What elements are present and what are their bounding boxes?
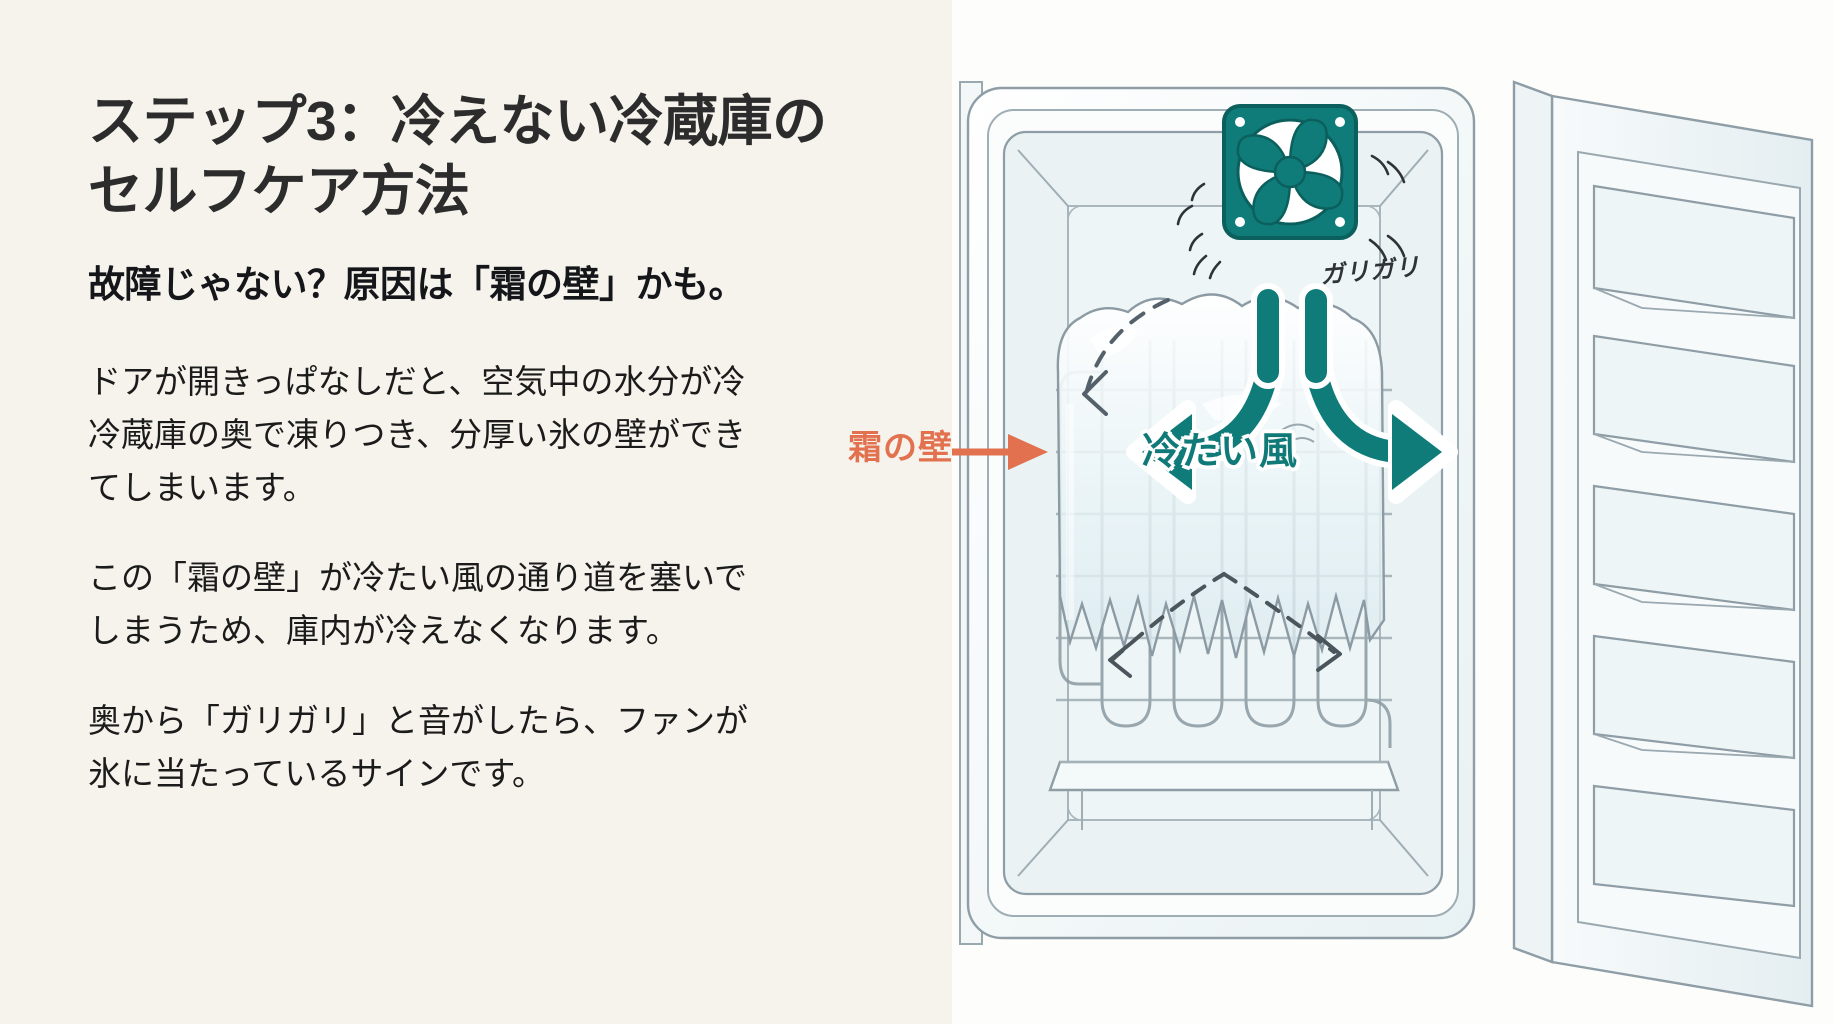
deflected-airflow-dashed-arrow — [1084, 298, 1170, 396]
frost-wall-pointer-arrow — [952, 434, 1048, 470]
body-paragraph-2: この「霜の壁」が冷たい風の通り道を塞いで しまうため、庫内が冷えなくなります。 — [88, 558, 748, 650]
body-paragraph-3: 奥から「ガリガリ」と音がしたら、ファンが 氷に当たっているサインです。 — [88, 701, 748, 793]
fridge-door — [1512, 80, 1814, 1008]
airflow-arrows — [1126, 283, 1458, 504]
deflected-arrow-head — [1082, 370, 1108, 416]
dashed-arrow-heads — [1108, 634, 1342, 678]
vibration-marks — [1176, 154, 1406, 280]
article-text-column: ステップ3：冷えない冷蔵庫の セルフケア方法 故障じゃない？原因は「霜の壁」かも… — [88, 86, 878, 801]
label-cold-air: 冷たい風 — [1142, 431, 1299, 473]
blocked-airflow-dashed-arrows — [1110, 572, 1336, 662]
illustration-panel: 霜の壁 冷たい風 ガリガリ — [848, 0, 1834, 1024]
fan-icon — [1222, 104, 1358, 240]
refrigerator-diagram — [952, 80, 1814, 1008]
fridge-shelf — [1048, 760, 1400, 792]
page-title: ステップ3：冷えない冷蔵庫の セルフケア方法 — [88, 90, 827, 223]
subheading: 故障じゃない？原因は「霜の壁」かも。 — [88, 263, 746, 305]
body-paragraph-1: ドアが開きっぱなしだと、空気中の水分が冷 冷蔵庫の奥で凍りつき、分厚い氷の壁がで… — [88, 362, 747, 507]
label-frost-wall: 霜の壁 — [848, 429, 953, 467]
frost-ice-wall — [1056, 293, 1386, 661]
